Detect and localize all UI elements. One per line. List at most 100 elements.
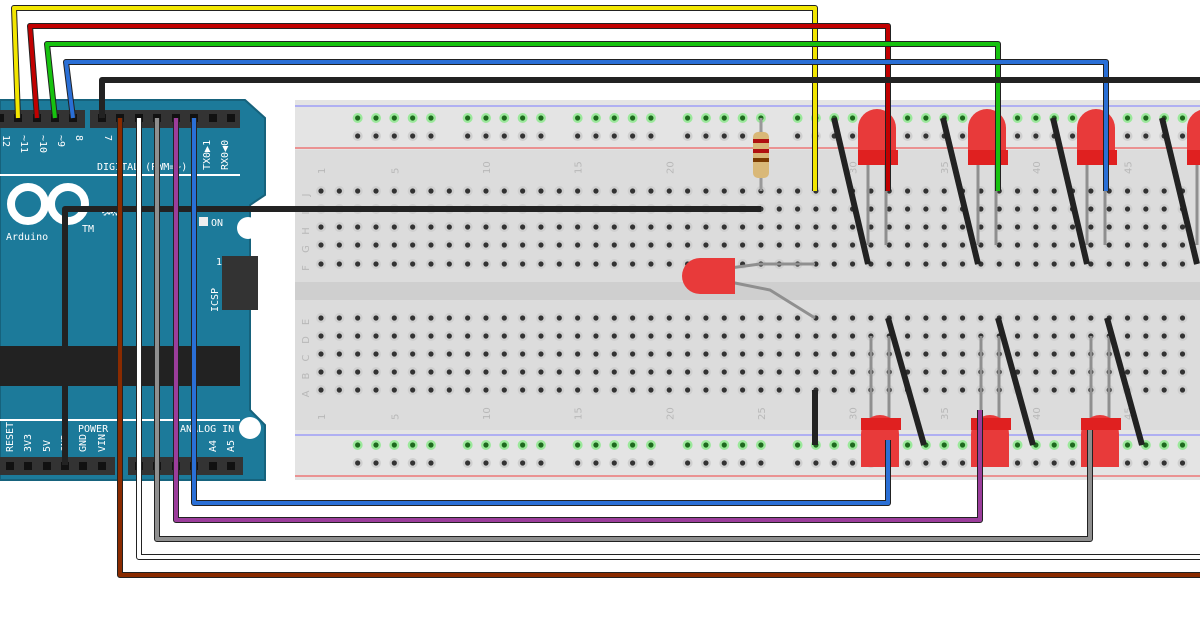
wire-blue-2[interactable] — [192, 118, 890, 505]
wire-black-jumper[interactable] — [1105, 317, 1144, 446]
breadboard-hole-center — [648, 242, 654, 248]
header-pin[interactable] — [6, 462, 14, 470]
wire-gray[interactable] — [155, 118, 1092, 541]
breadboard-hole-center — [978, 224, 984, 230]
wire-black-jumper[interactable] — [1160, 117, 1199, 265]
rail-hole-center — [959, 460, 966, 466]
breadboard-hole-center — [959, 333, 966, 339]
header-pin[interactable] — [79, 462, 87, 470]
wire-black-jumper[interactable] — [996, 317, 1035, 446]
breadboard-hole-center — [941, 315, 947, 321]
breadboard-hole-center — [538, 224, 544, 230]
rail-hole-center — [391, 460, 397, 466]
breadboard-hole-center — [923, 224, 929, 230]
wire-white[interactable] — [137, 118, 1200, 559]
breadboard-hole-center — [959, 351, 966, 357]
rail-hole-center — [575, 115, 581, 121]
wire-brown[interactable] — [118, 118, 1200, 577]
column-number: 40 — [1032, 407, 1043, 420]
wire-purple[interactable] — [174, 118, 982, 522]
breadboard-hole-center — [849, 242, 856, 248]
breadboard-hole-center — [666, 224, 672, 230]
rail-hole-center — [593, 460, 599, 466]
breadboard-hole-center — [739, 333, 746, 339]
wire-black-gnd[interactable] — [100, 78, 1200, 118]
breadboard-hole-center — [1106, 242, 1112, 248]
wire-black-jumper[interactable] — [886, 317, 926, 446]
breadboard-hole-center — [849, 315, 856, 321]
breadboard: JIHGFEDCBA115510101515202025253030353540… — [295, 100, 1200, 480]
breadboard-hole-center — [758, 369, 764, 375]
breadboard-hole-center — [501, 351, 507, 357]
breadboard-hole-center — [1014, 242, 1021, 248]
wire-yellow[interactable] — [12, 6, 817, 191]
header-pin[interactable] — [98, 462, 106, 470]
pin-label: A4 — [208, 440, 219, 452]
wire-red[interactable] — [28, 24, 890, 191]
rail-hole-center — [1161, 442, 1167, 448]
header-pin[interactable] — [43, 462, 51, 470]
wire-black-gnd2[interactable] — [63, 207, 761, 465]
breadboard-hole-center — [886, 261, 892, 267]
breadboard-hole-center — [1033, 369, 1039, 375]
wire-black-jumper[interactable] — [832, 117, 870, 265]
on-label: ON — [211, 218, 223, 229]
breadboard-hole-center — [794, 224, 801, 230]
breadboard-hole-center — [575, 387, 581, 393]
breadboard-hole-center — [868, 188, 874, 194]
breadboard-hole-center — [849, 333, 856, 339]
rail-hole-center — [575, 442, 581, 448]
rail-hole-center — [520, 460, 526, 466]
column-number: 45 — [1124, 161, 1135, 174]
breadboard-hole-center — [520, 369, 526, 375]
pin-label: 5V — [42, 440, 53, 452]
rail-hole-center — [1069, 442, 1076, 448]
rail-hole-center — [630, 460, 636, 466]
rail-hole-center — [483, 442, 489, 448]
rail-hole-center — [410, 133, 416, 139]
header-pin[interactable] — [0, 114, 4, 122]
breadboard-hole-center — [1124, 315, 1131, 321]
breadboard-hole-center — [1161, 188, 1167, 194]
breadboard-hole-center — [630, 369, 636, 375]
rail-hole-center — [794, 442, 801, 448]
breadboard-hole-center — [959, 261, 966, 267]
rail-hole-center — [465, 115, 471, 121]
breadboard-hole-center — [446, 369, 452, 375]
breadboard-hole-center — [373, 387, 379, 393]
brand-label: Arduino — [6, 232, 48, 243]
header-pin[interactable] — [227, 114, 235, 122]
breadboard-hole-center — [483, 188, 489, 194]
breadboard-hole-center — [373, 242, 379, 248]
breadboard-hole-center — [1014, 188, 1021, 194]
header-pin[interactable] — [24, 462, 32, 470]
breadboard-hole-center — [373, 351, 379, 357]
breadboard-hole-center — [648, 315, 654, 321]
rail-hole-center — [721, 133, 727, 139]
rail-hole-center — [520, 442, 526, 448]
breadboard-hole-center — [1069, 242, 1076, 248]
wire-black-jumper[interactable] — [941, 117, 980, 265]
rail-hole-center — [923, 460, 929, 466]
breadboard-hole-center — [391, 315, 397, 321]
breadboard-hole-center — [556, 351, 562, 357]
breadboard-hole-center — [904, 333, 911, 339]
breadboard-hole-center — [868, 242, 874, 248]
breadboard-hole-center — [446, 387, 452, 393]
header-pin[interactable] — [61, 462, 69, 470]
breadboard-hole-center — [318, 387, 324, 393]
column-number: 30 — [849, 407, 860, 420]
wire-green[interactable] — [45, 42, 1000, 191]
header-pin[interactable] — [209, 462, 217, 470]
pin-label: ~10 — [37, 135, 48, 153]
wire-blue[interactable] — [64, 60, 1108, 191]
column-number: 40 — [1032, 161, 1043, 174]
breadboard-hole-center — [1014, 315, 1021, 321]
header-pin[interactable] — [209, 114, 217, 122]
breadboard-hole-center — [538, 333, 544, 339]
rail-hole-center — [685, 442, 691, 448]
header-pin[interactable] — [227, 462, 235, 470]
rail-hole-center — [520, 133, 526, 139]
breadboard-hole-center — [630, 188, 636, 194]
wire-black-jumper[interactable] — [1051, 117, 1089, 265]
